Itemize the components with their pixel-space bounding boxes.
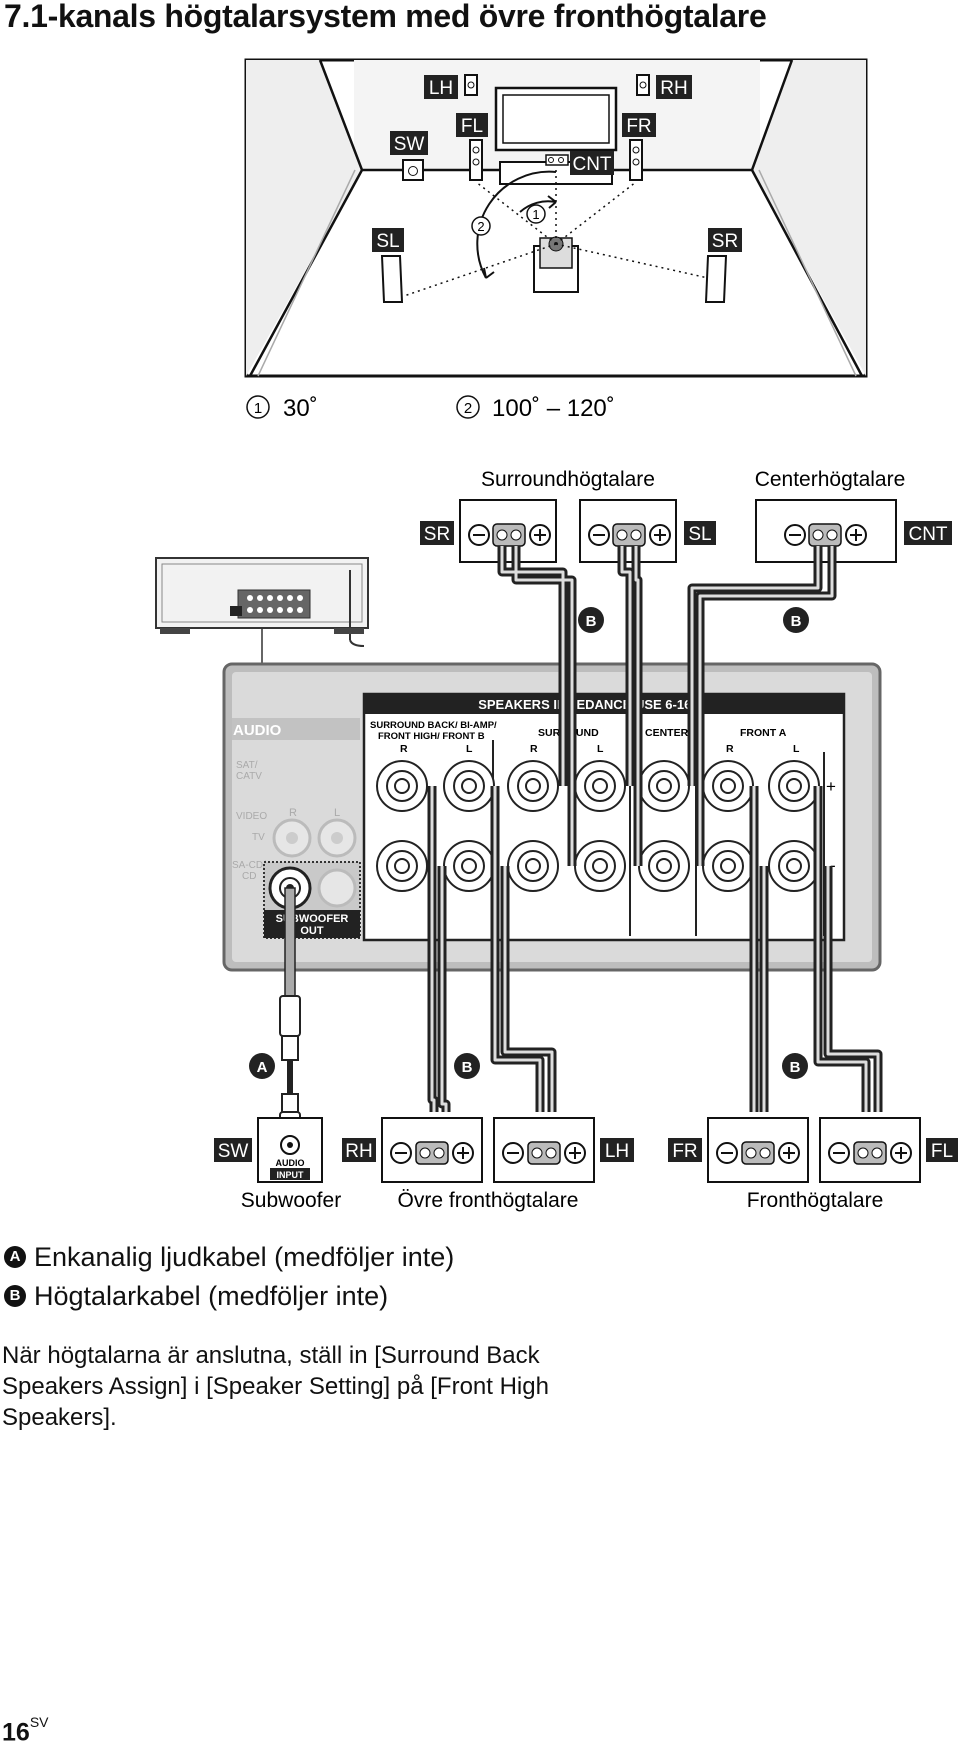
svg-text:AUDIO: AUDIO: [233, 722, 282, 739]
svg-text:FR: FR: [626, 116, 651, 137]
svg-text:CNT: CNT: [908, 524, 947, 545]
room-marker-1: 1: [532, 207, 539, 222]
speakers-header: SPEAKERS IMPEDANCE USE 6-16Ω: [478, 697, 702, 712]
svg-text:+: +: [826, 777, 836, 796]
angle-1-label: 30˚: [283, 395, 318, 422]
cable-b-marker: B: [586, 613, 597, 630]
page-title: 7.1-kanals högtalarsystem med övre front…: [4, 0, 767, 34]
room-marker-2: 2: [477, 219, 484, 234]
front-speakers-label: Fronthögtalare: [747, 1189, 884, 1212]
front-left-terminal: [819, 1117, 921, 1183]
svg-text:FRONT A: FRONT A: [740, 727, 787, 739]
svg-text:CENTER: CENTER: [645, 727, 689, 739]
cable-a-marker: A: [257, 1059, 268, 1076]
svg-text:SR: SR: [712, 231, 738, 252]
legend-b: B Högtalarkabel (medföljer inte): [4, 1281, 388, 1312]
svg-text:CD: CD: [242, 871, 256, 882]
svg-text:L: L: [793, 743, 800, 755]
svg-text:TV: TV: [252, 832, 265, 843]
angle-marker-1: 1: [254, 400, 262, 417]
svg-text:FR: FR: [672, 1141, 697, 1162]
legend-a: A Enkanalig ljudkabel (medföljer inte): [4, 1242, 454, 1273]
tag-fl: FL: [926, 1138, 958, 1162]
room-plan: 1 2 LH RH FL FR SW CNT SL: [244, 58, 868, 378]
legend-b-marker: B: [4, 1284, 26, 1307]
front-right-terminal: [707, 1117, 809, 1183]
svg-text:R: R: [400, 743, 408, 755]
legend-a-text: Enkanalig ljudkabel (medföljer inte): [34, 1242, 455, 1272]
svg-text:INPUT: INPUT: [277, 1170, 305, 1180]
room-tag-rh: RH: [656, 75, 692, 99]
room-tag-fr: FR: [622, 113, 656, 137]
svg-text:LH: LH: [429, 78, 453, 99]
svg-text:SR: SR: [424, 524, 450, 545]
cable-b-marker: B: [462, 1059, 473, 1076]
svg-text:R: R: [726, 743, 734, 755]
svg-text:FL: FL: [931, 1141, 953, 1162]
svg-text:LH: LH: [605, 1141, 629, 1162]
room-tag-fl: FL: [456, 113, 488, 137]
svg-text:-: -: [830, 856, 836, 875]
svg-text:SAT/: SAT/: [236, 760, 258, 771]
amplifier-back-panel: AUDIO SAT/ CATV VIDEO TV SA-CD/ CD R L S…: [222, 662, 882, 972]
angle-2-label: 100˚ – 120˚: [492, 395, 615, 422]
svg-text:SA-CD/: SA-CD/: [232, 860, 266, 871]
front-high-right-terminal: [381, 1117, 483, 1183]
room-tag-sl: SL: [372, 228, 404, 252]
svg-text:R: R: [289, 807, 297, 819]
page-number: 16SV: [2, 1714, 49, 1747]
svg-text:L: L: [334, 807, 340, 819]
legend-a-marker: A: [4, 1245, 26, 1268]
subwoofer-input: AUDIO INPUT: [257, 1117, 323, 1183]
room-tag-lh: LH: [424, 75, 458, 99]
svg-text:SW: SW: [394, 134, 425, 155]
subwoofer-label: Subwoofer: [241, 1189, 341, 1212]
svg-text:SW: SW: [218, 1141, 249, 1162]
tag-rh: RH: [342, 1138, 376, 1162]
center-speaker-label: Centerhögtalare: [755, 468, 906, 491]
room-tag-cnt: CNT: [570, 151, 614, 175]
tag-sl: SL: [684, 521, 716, 545]
speaker-cables: [427, 546, 883, 1112]
setup-note: När högtalarna är anslutna, ställ in [Su…: [2, 1342, 549, 1431]
svg-text:FL: FL: [461, 116, 483, 137]
tag-fr: FR: [668, 1138, 702, 1162]
svg-text:VIDEO: VIDEO: [236, 811, 267, 822]
svg-text:L: L: [597, 743, 604, 755]
svg-text:R: R: [530, 743, 538, 755]
svg-text:SURROUND BACK/ BI-AMP/: SURROUND BACK/ BI-AMP/: [370, 720, 497, 731]
cable-b-marker: B: [790, 1059, 801, 1076]
svg-text:SL: SL: [376, 231, 399, 252]
tag-lh: LH: [600, 1138, 634, 1162]
receiver-thumbnail: [155, 557, 369, 664]
svg-text:RH: RH: [660, 78, 687, 99]
tag-sw: SW: [214, 1138, 252, 1162]
surround-right-terminal: [459, 499, 557, 563]
surround-left-terminal: [579, 499, 677, 563]
svg-text:CNT: CNT: [572, 154, 611, 175]
svg-text:FRONT HIGH/ FRONT B: FRONT HIGH/ FRONT B: [378, 731, 485, 742]
svg-text:CATV: CATV: [236, 771, 262, 782]
svg-text:AUDIO: AUDIO: [276, 1158, 305, 1168]
tag-sr: SR: [420, 521, 454, 545]
center-terminal: [755, 499, 897, 563]
svg-text:L: L: [466, 743, 473, 755]
room-tag-sr: SR: [708, 228, 742, 252]
tag-cnt: CNT: [904, 521, 952, 545]
svg-text:SL: SL: [688, 524, 711, 545]
room-tag-sw: SW: [390, 131, 428, 155]
angle-marker-2: 2: [464, 400, 472, 417]
upper-front-speakers-label: Övre fronthögtalare: [398, 1189, 579, 1212]
legend-b-text: Högtalarkabel (medföljer inte): [34, 1281, 389, 1311]
surround-speakers-label: Surroundhögtalare: [481, 468, 655, 491]
svg-text:OUT: OUT: [300, 925, 324, 937]
front-high-left-terminal: [493, 1117, 595, 1183]
cable-b-marker: B: [791, 613, 802, 630]
svg-text:RH: RH: [345, 1141, 372, 1162]
connection-diagram: 1 2 LH RH FL FR SW CNT SL: [155, 58, 958, 1212]
